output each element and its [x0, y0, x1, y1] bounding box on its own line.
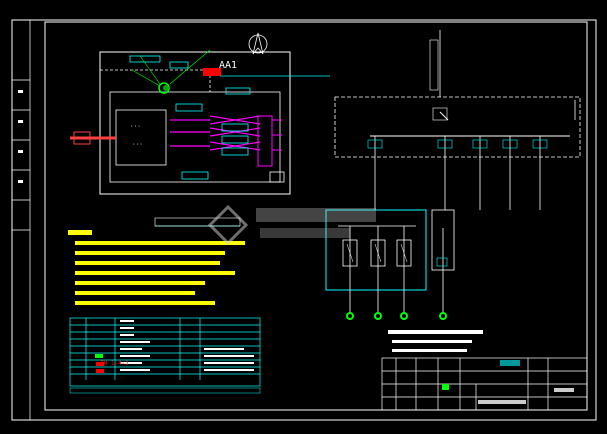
north-arrow-icon	[248, 32, 268, 55]
legend-content	[120, 320, 254, 371]
svg-text:···: ···	[130, 123, 141, 130]
tag-stamp: ZH 1-4-1	[100, 360, 129, 367]
title-block	[381, 357, 588, 411]
panel-tag-label: AA1	[219, 60, 238, 71]
left-title-strip	[12, 20, 31, 420]
plan-view: ··· ···	[70, 49, 291, 195]
sub-title-block	[388, 330, 483, 352]
design-notes	[68, 230, 245, 305]
legend-symbols	[95, 354, 104, 373]
system-diagram	[325, 30, 581, 320]
legend-caption	[69, 387, 261, 394]
status-marker	[442, 384, 449, 390]
svg-text:···: ···	[132, 141, 143, 148]
legend-table	[69, 317, 261, 387]
outer-border	[11, 19, 597, 421]
watermark-logo-icon	[207, 204, 376, 246]
drawing-frame	[44, 21, 588, 411]
left-strip-marks	[18, 90, 23, 183]
